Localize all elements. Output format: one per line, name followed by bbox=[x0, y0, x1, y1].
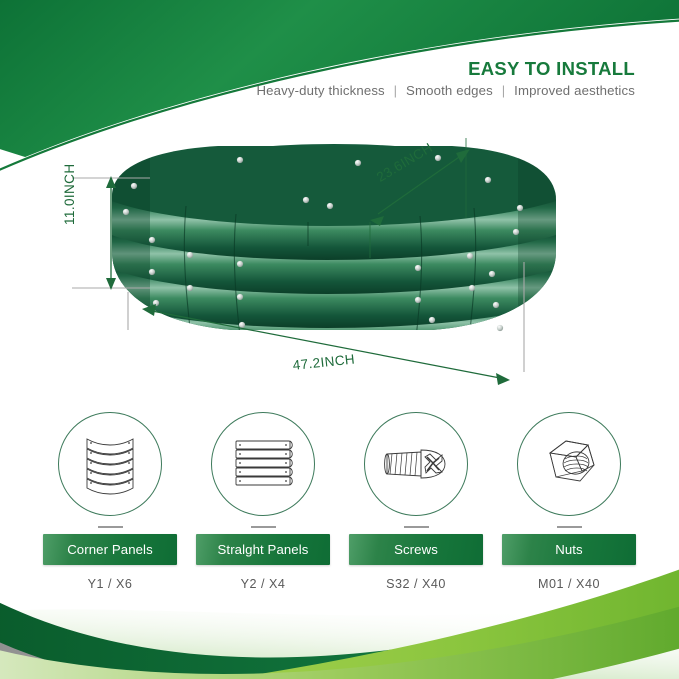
part-item-screws[interactable]: Screws S32 / X40 bbox=[346, 412, 486, 591]
part-divider-dash bbox=[403, 526, 429, 528]
part-code-text: M01 / X40 bbox=[538, 577, 600, 591]
bottom-mid-green-swoosh bbox=[0, 606, 679, 679]
dimension-label-depth: 23.6INCH bbox=[374, 139, 436, 185]
part-item-corner-panels[interactable]: Corner Panels Y1 / X6 bbox=[40, 412, 180, 591]
bottom-soft-green-wash bbox=[0, 597, 679, 679]
rib-2 bbox=[112, 230, 556, 296]
depth-arrow-head-far bbox=[456, 149, 470, 163]
bed-inner-rim-line bbox=[135, 203, 533, 247]
part-label-pill[interactable]: Stralght Panels bbox=[196, 534, 330, 565]
left-end-shade bbox=[112, 150, 150, 330]
part-divider-dash bbox=[556, 526, 582, 528]
part-divider-dash bbox=[250, 526, 276, 528]
part-divider-dash bbox=[97, 526, 123, 528]
feature-list: Heavy-duty thickness | Smooth edges | Im… bbox=[256, 83, 635, 98]
feature-item-1: Heavy-duty thickness bbox=[256, 83, 385, 98]
depth-arrow-head-near bbox=[370, 216, 384, 226]
part-label-text: Screws bbox=[394, 542, 438, 557]
part-label-pill[interactable]: Nuts bbox=[502, 534, 636, 565]
part-label-text: Stralght Panels bbox=[217, 542, 309, 557]
feature-separator-2: | bbox=[501, 83, 506, 98]
dimension-label-height: 11.0INCH bbox=[62, 163, 77, 225]
rib-1 bbox=[112, 196, 556, 262]
corner-panels-icon bbox=[86, 438, 134, 495]
right-end-shade bbox=[518, 150, 556, 330]
part-icon-frame bbox=[364, 412, 468, 516]
part-code-text: Y1 / X6 bbox=[87, 577, 133, 591]
bed-inner-far-wall bbox=[134, 160, 534, 200]
part-item-straight-panels[interactable]: Stralght Panels Y2 / X4 bbox=[193, 412, 333, 591]
parts-list: Corner Panels Y1 / X6 bbox=[0, 412, 679, 591]
part-code-text: Y2 / X4 bbox=[240, 577, 286, 591]
page-title: EASY TO INSTALL bbox=[468, 58, 635, 79]
rib-3 bbox=[112, 264, 556, 330]
screw-icon bbox=[384, 449, 446, 479]
part-icon-frame bbox=[58, 412, 162, 516]
bottom-gray-swoosh bbox=[0, 595, 679, 679]
screw-dots bbox=[122, 154, 524, 332]
part-item-nuts[interactable]: Nuts M01 / X40 bbox=[499, 412, 639, 591]
bed-body-ribs bbox=[112, 146, 556, 330]
dimension-guides bbox=[72, 138, 525, 385]
height-arrow-head-top bbox=[106, 176, 116, 188]
nut-icon bbox=[548, 440, 595, 482]
part-label-text: Nuts bbox=[555, 542, 583, 557]
bottom-dark-green-swoosh bbox=[0, 581, 679, 679]
feature-item-2: Smooth edges bbox=[406, 83, 493, 98]
part-label-text: Corner Panels bbox=[67, 542, 153, 557]
straight-panels-icon bbox=[235, 440, 293, 486]
rib-band-group bbox=[112, 196, 556, 330]
feature-separator-1: | bbox=[393, 83, 398, 98]
dimension-label-width: 47.2INCH bbox=[292, 351, 356, 373]
width-arrow-head-left bbox=[142, 304, 156, 316]
part-label-pill[interactable]: Corner Panels bbox=[43, 534, 177, 565]
panel-seams bbox=[183, 205, 477, 330]
part-icon-frame bbox=[517, 412, 621, 516]
part-label-pill[interactable]: Screws bbox=[349, 534, 483, 565]
part-code-text: S32 / X40 bbox=[386, 577, 446, 591]
bed-top-rim-outer bbox=[112, 144, 556, 248]
height-arrow-head-bottom bbox=[106, 278, 116, 290]
part-icon-frame bbox=[211, 412, 315, 516]
width-arrow-head-right bbox=[496, 373, 510, 385]
garden-bed-graphic bbox=[112, 144, 556, 332]
bed-interior-opening bbox=[134, 158, 534, 242]
feature-item-3: Improved aesthetics bbox=[514, 83, 635, 98]
top-white-cut bbox=[0, 18, 679, 200]
